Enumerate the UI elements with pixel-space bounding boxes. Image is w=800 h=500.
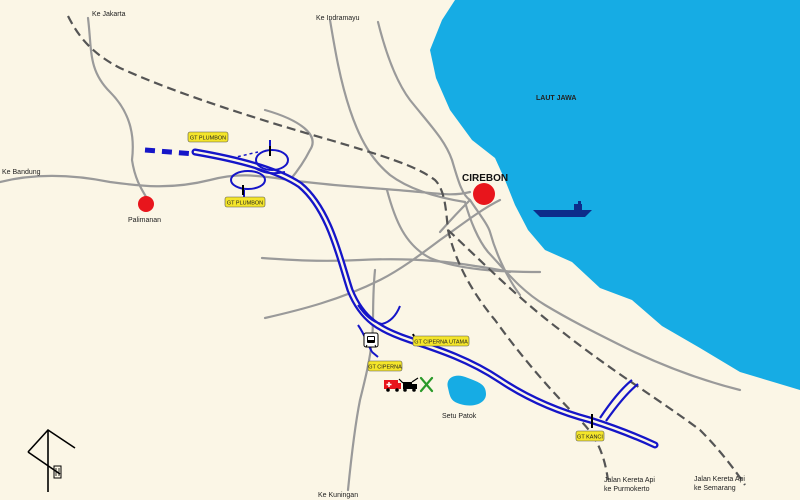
java-sea — [430, 0, 800, 390]
gt-ciperna-utama-badge[interactable]: GT CIPERNA UTAMA — [412, 335, 470, 347]
gt-plumbon-south-badge[interactable]: GT PLUMBON — [224, 196, 266, 208]
gt-plumbon-north-label: GT PLUMBON — [190, 136, 226, 142]
cirebon-city-marker[interactable] — [473, 183, 495, 205]
gt-ciperna-utama-label: GT CIPERNA UTAMA — [414, 340, 468, 346]
ambulance-icon[interactable] — [384, 380, 401, 392]
label-ke-indramayu: Ke Indramayu — [316, 15, 360, 22]
label-ke-jakarta: Ke Jakarta — [92, 11, 126, 18]
label-rail-semarang-line2: ke Semarang — [694, 485, 736, 492]
label-palimanan: Palimanan — [128, 217, 161, 224]
label-rail-purwokerto-line1: Jalan Kereta Api — [604, 477, 655, 484]
label-cirebon: CIREBON — [462, 173, 508, 184]
label-rail-semarang-line1: Jalan Kereta Api — [694, 476, 745, 483]
train-station-icon[interactable] — [363, 332, 379, 348]
gt-kanci-badge[interactable]: GT KANCI — [575, 430, 605, 442]
kanci-interchange — [599, 379, 639, 422]
label-ke-bandung: Ke Bandung — [2, 169, 41, 176]
ship-icon — [533, 201, 592, 217]
label-ke-kuningan: Ke Kuningan — [318, 492, 358, 499]
north-arrow-icon — [27, 428, 76, 492]
gt-ciperna-badge[interactable]: GT CIPERNA — [367, 360, 403, 372]
label-laut-jawa: LAUT JAWA — [536, 95, 576, 102]
railways — [67, 15, 746, 486]
setu-patok-lake — [447, 375, 486, 406]
tow-truck-icon[interactable] — [398, 377, 419, 392]
label-setu-patok: Setu Patok — [442, 413, 477, 420]
repair-tools-icon[interactable] — [419, 376, 434, 393]
toll-road-planned — [144, 147, 196, 157]
local-roads — [0, 16, 742, 492]
palimanan-city-marker[interactable] — [138, 196, 154, 212]
gt-plumbon-south-label: GT PLUMBON — [227, 201, 263, 207]
gt-ciperna-label: GT CIPERNA — [368, 365, 402, 371]
toll-road — [191, 148, 659, 449]
gt-plumbon-north-badge[interactable]: GT PLUMBON — [187, 131, 229, 143]
toll-road-planned-east — [231, 151, 259, 159]
label-rail-purwokerto-line2: ke Purmokerto — [604, 486, 650, 493]
gt-kanci-label: GT KANCI — [577, 435, 603, 441]
